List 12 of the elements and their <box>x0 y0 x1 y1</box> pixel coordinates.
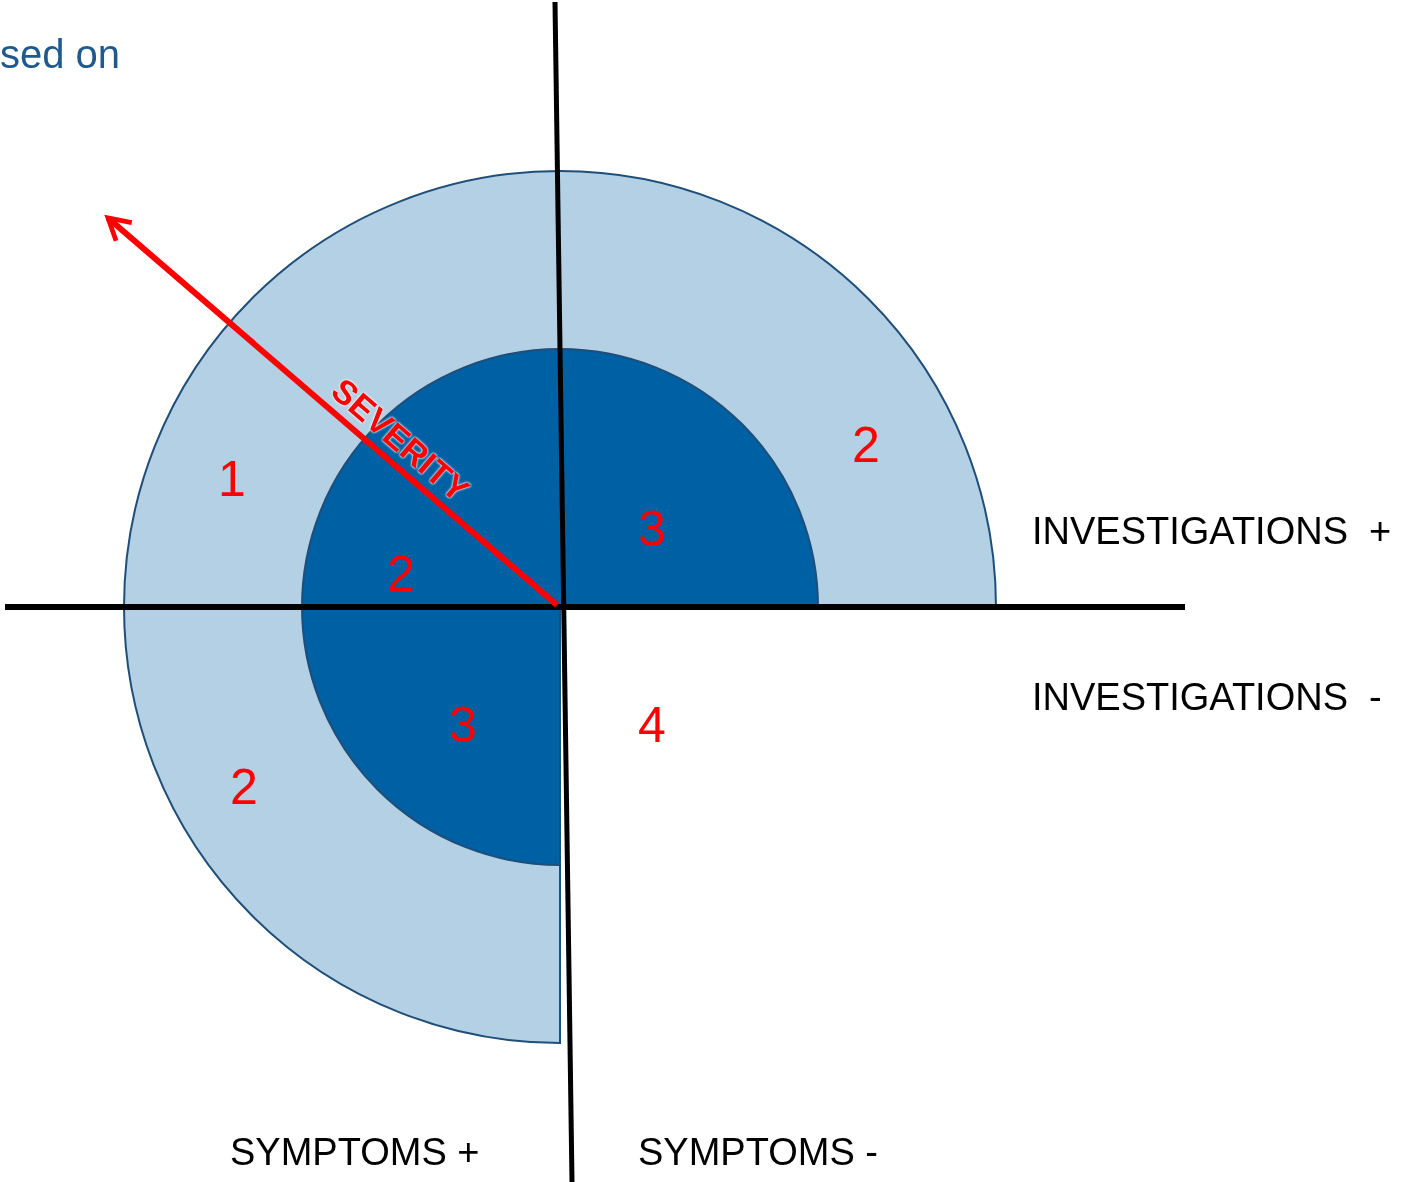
zone-number: 3 <box>449 700 477 750</box>
zone-number: 3 <box>638 504 666 554</box>
axis-label: SYMPTOMS - <box>638 1133 878 1171</box>
axis-label: SYMPTOMS + <box>230 1133 480 1171</box>
axis-label: INVESTIGATIONS + <box>1032 512 1392 550</box>
zone-number: 2 <box>387 549 415 599</box>
title-fragment: sed on <box>0 34 121 74</box>
axis-label: INVESTIGATIONS - <box>1032 678 1382 716</box>
zone-number: 1 <box>218 454 246 504</box>
zone-number: 2 <box>852 420 880 470</box>
zone-number: 2 <box>230 762 258 812</box>
zone-number: 4 <box>638 700 666 750</box>
